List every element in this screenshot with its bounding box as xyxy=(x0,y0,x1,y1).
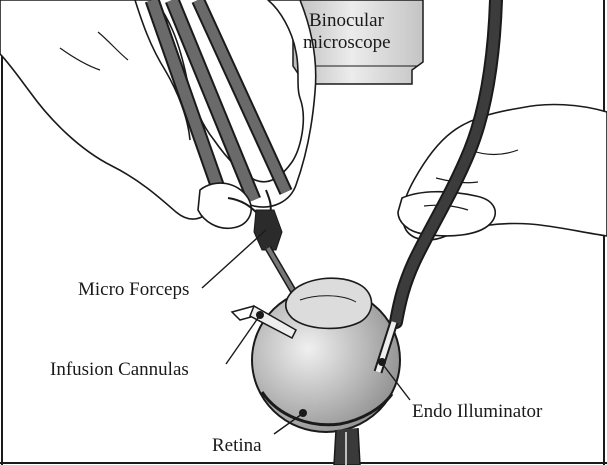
microscope-label-line2: microscope xyxy=(303,32,423,54)
infusion-cannulas-label: Infusion Cannulas xyxy=(50,360,189,379)
retina-label: Retina xyxy=(212,436,262,455)
microscope-label: Binocular microscope xyxy=(303,10,423,54)
microscope-label-line1: Binocular xyxy=(303,10,423,32)
micro-forceps-label: Micro Forceps xyxy=(78,280,189,299)
forceps-leader xyxy=(202,230,266,288)
endo-illuminator-label: Endo Illuminator xyxy=(412,402,542,421)
